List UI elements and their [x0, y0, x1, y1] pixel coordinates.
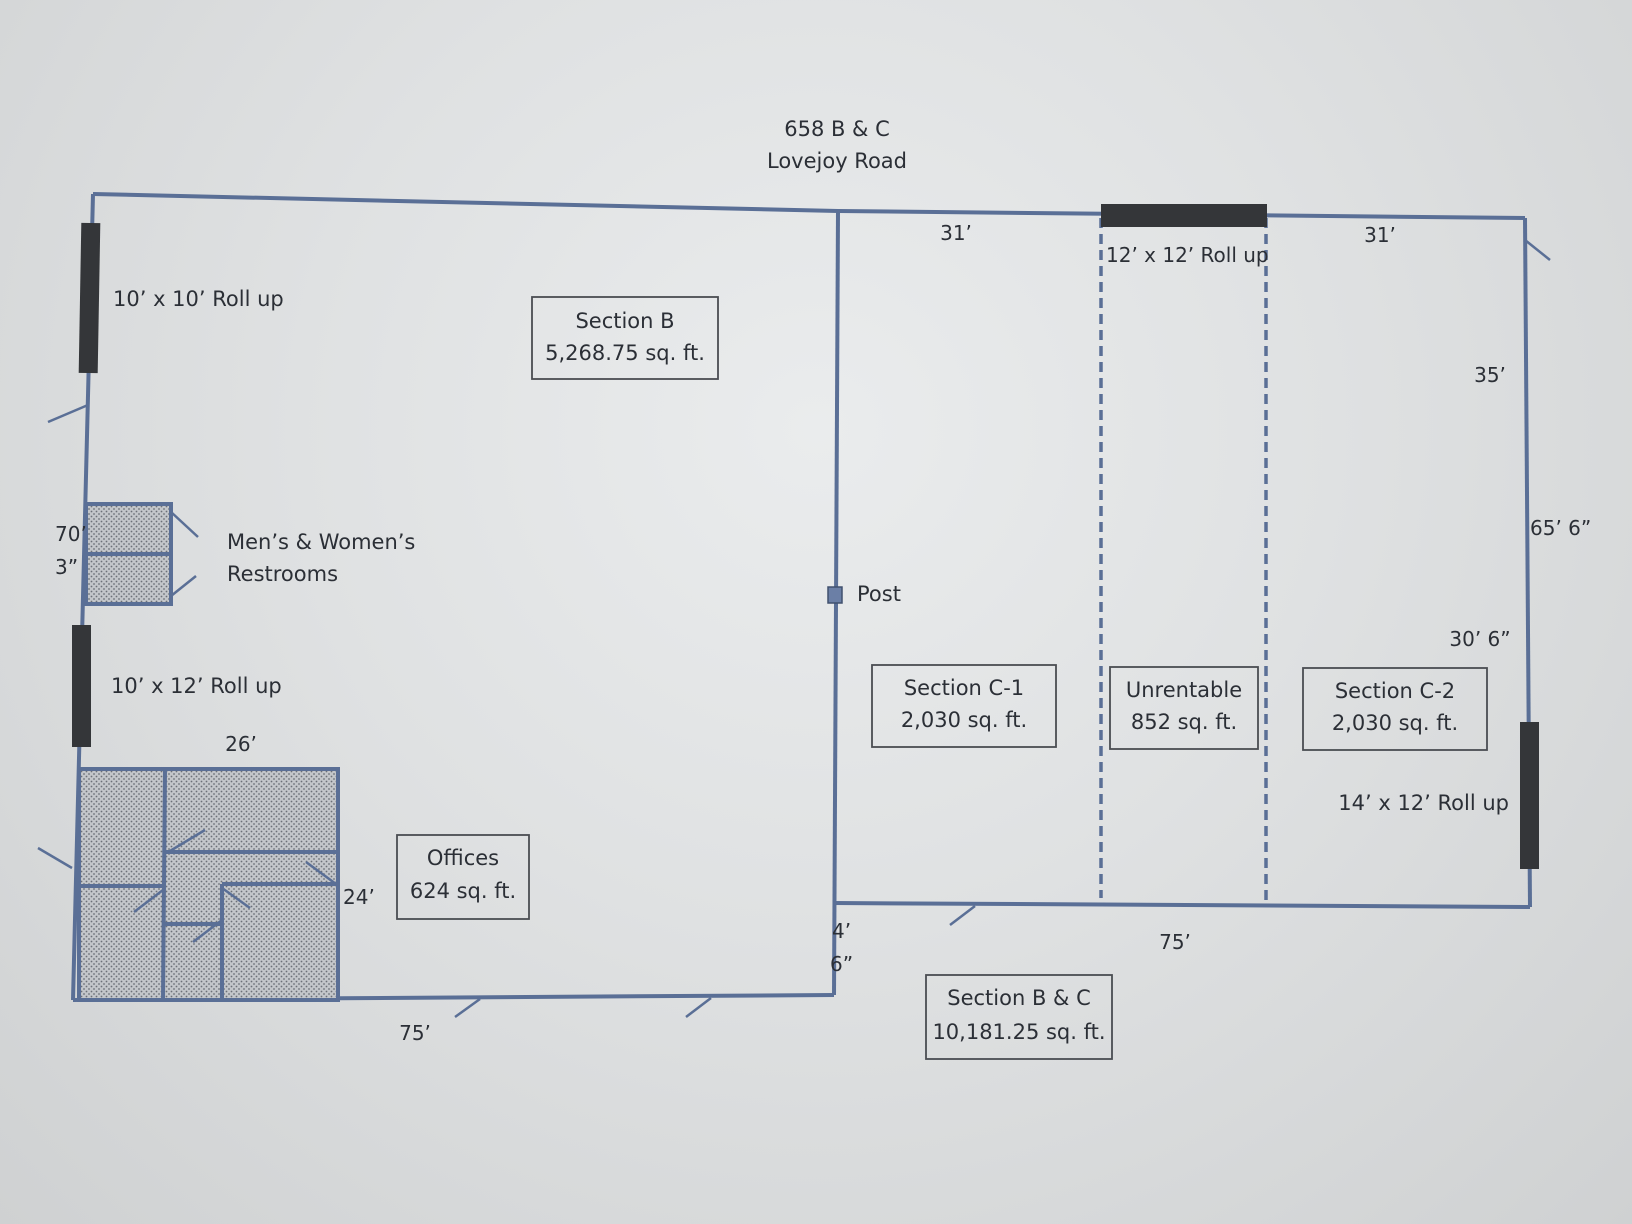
post-marker — [827, 586, 843, 604]
dim-post-offset-a: 4’ — [832, 919, 851, 943]
rollup-left-bottom-label: 10’ x 12’ Roll up — [111, 674, 282, 698]
dim-office-width: 26’ — [225, 732, 257, 756]
section-c1-name: Section C-1 — [904, 676, 1024, 700]
rollup-left-top-label: 10’ x 10’ Roll up — [113, 287, 284, 311]
rollup-door-top — [1101, 204, 1267, 227]
rollup-door-right — [1520, 722, 1539, 869]
total-name: Section B & C — [947, 986, 1091, 1010]
total-area: 10,181.25 sq. ft. — [932, 1020, 1105, 1044]
offices-area: 624 sq. ft. — [410, 879, 516, 903]
dim-bottom-right: 75’ — [1159, 930, 1191, 954]
unrentable-area: 852 sq. ft. — [1131, 710, 1237, 734]
rollup-door-left-bottom — [72, 625, 91, 747]
dim-top-c1: 31’ — [940, 221, 972, 245]
rollup-door-left-top — [78, 222, 101, 374]
section-b-name: Section B — [575, 309, 674, 333]
restrooms-label-2: Restrooms — [227, 562, 338, 586]
restrooms — [84, 502, 199, 606]
dim-right-upper: 35’ — [1474, 363, 1506, 387]
address-line-2: Lovejoy Road — [767, 149, 907, 173]
dim-left-side-a: 70’ — [55, 522, 87, 546]
rollup-right-label: 14’ x 12’ Roll up — [1338, 791, 1509, 815]
section-c2-name: Section C-2 — [1335, 679, 1455, 703]
post-label: Post — [857, 582, 901, 606]
section-c2-box — [1302, 667, 1488, 751]
offices-name: Offices — [427, 846, 499, 870]
offices-box — [396, 834, 530, 920]
restrooms-label-1: Men’s & Women’s — [227, 530, 415, 554]
dim-right-total: 65’ 6” — [1530, 516, 1591, 540]
dim-post-offset-b: 6” — [830, 952, 853, 976]
section-c1-box — [871, 664, 1057, 748]
offices-block — [77, 767, 340, 1002]
section-b-box — [531, 296, 719, 380]
unrentable-corridor-lines — [1099, 218, 1268, 900]
door-swings — [37, 239, 1551, 1019]
rollup-top-label: 12’ x 12’ Roll up — [1106, 243, 1269, 267]
section-b-area: 5,268.75 sq. ft. — [545, 341, 705, 365]
dim-bottom-left: 75’ — [399, 1021, 431, 1045]
total-box — [925, 974, 1113, 1060]
dim-top-c2: 31’ — [1364, 223, 1396, 247]
dim-right-lower: 30’ 6” — [1449, 627, 1510, 651]
dim-left-side-b: 3” — [55, 555, 78, 579]
address-line-1: 658 B & C — [784, 117, 890, 141]
dim-office-depth: 24’ — [343, 885, 375, 909]
unrentable-name: Unrentable — [1126, 678, 1242, 702]
section-c1-area: 2,030 sq. ft. — [901, 708, 1027, 732]
section-c2-area: 2,030 sq. ft. — [1332, 711, 1458, 735]
unrentable-box — [1109, 666, 1259, 750]
